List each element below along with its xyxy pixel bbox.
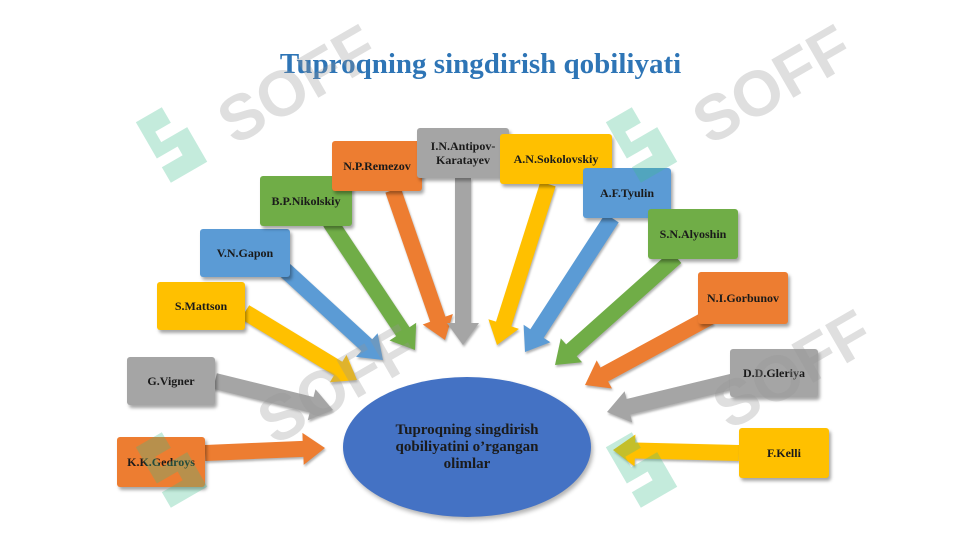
scientist-box: G.Vigner — [127, 357, 215, 405]
scientist-name: S.Mattson — [174, 299, 228, 313]
scientist-name: N.I.Gorbunov — [706, 291, 780, 305]
scientist-box: F.Kelli — [739, 428, 829, 478]
scientist-name: I.N.Antipov-Karatayev — [430, 139, 496, 167]
scientist-name: V.N.Gapon — [216, 246, 274, 260]
slide-title: Tuproqning singdirish qobiliyati — [279, 48, 682, 80]
scientist-name: N.P.Remezov — [343, 159, 411, 173]
arrow-3 — [240, 305, 357, 383]
scientist-box: V.N.Gapon — [200, 229, 290, 277]
scientist-box: K.K.Gedroys — [117, 437, 205, 487]
arrow-11 — [585, 310, 714, 389]
center-text: Tuproqning singdirish qobiliyatini o’rga… — [395, 421, 539, 472]
arrow-7 — [447, 178, 479, 345]
scientist-box: A.F.Tyulin — [583, 168, 671, 218]
scientist-name: A.F.Tyulin — [599, 186, 655, 200]
arrow-10 — [555, 251, 682, 365]
scientist-name: G.Vigner — [147, 374, 195, 388]
scientist-box: S.Mattson — [157, 282, 245, 330]
scientist-box: I.N.Antipov-Karatayev — [417, 128, 509, 178]
arrow-2 — [213, 373, 333, 421]
arrow-5 — [323, 217, 417, 350]
scientist-box: N.I.Gorbunov — [698, 272, 788, 324]
scientist-name: D.D.Gleriya — [743, 366, 805, 380]
scientist-name: S.N.Alyoshin — [659, 227, 727, 241]
scientist-name: A.N.Sokolovskiy — [513, 152, 599, 166]
arrow-4 — [279, 264, 383, 360]
scientist-box: S.N.Alyoshin — [648, 209, 738, 259]
arrow-6 — [385, 187, 453, 340]
arrow-9 — [523, 213, 619, 352]
center-ellipse: Tuproqning singdirish qobiliyatini o’rga… — [343, 377, 591, 517]
scientist-name: K.K.Gedroys — [127, 455, 195, 469]
scientist-name: B.P.Nikolskiy — [271, 194, 341, 208]
arrow-13 — [613, 434, 740, 467]
scientist-name: F.Kelli — [767, 446, 801, 460]
scientist-box: D.D.Gleriya — [730, 349, 818, 397]
scientist-box: N.P.Remezov — [332, 141, 422, 191]
arrow-8 — [488, 181, 556, 345]
arrow-1 — [204, 432, 325, 465]
arrow-12 — [607, 373, 737, 423]
